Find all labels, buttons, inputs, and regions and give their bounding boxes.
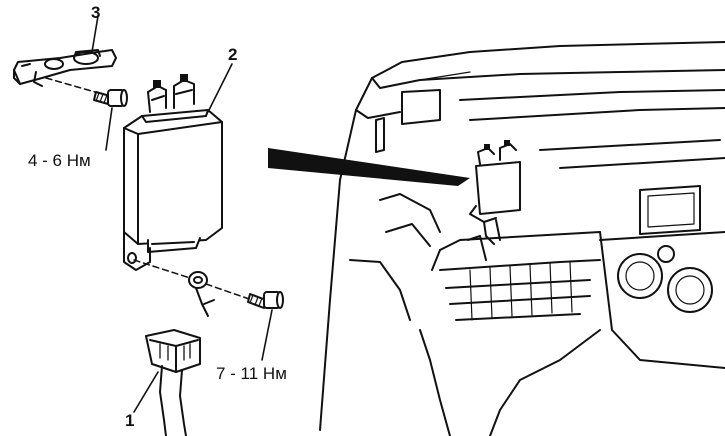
- leader-3: [91, 15, 99, 53]
- torque-lower-bolt: 7 - 11 Нм: [216, 364, 287, 383]
- dashboard: [319, 41, 725, 436]
- mounting-bracket: [13, 49, 117, 87]
- pointer-wedge: [268, 148, 470, 186]
- ground-terminal: [188, 271, 215, 317]
- callout-3: 3: [91, 3, 101, 22]
- callout-2: 2: [228, 45, 238, 64]
- callout-1: 1: [125, 411, 135, 430]
- wiring-connector: [145, 329, 201, 436]
- upper-bolt: [93, 89, 128, 107]
- leader-2: [207, 63, 233, 113]
- lower-bolt: [247, 291, 284, 309]
- control-unit: [123, 74, 223, 271]
- leader-1: [133, 371, 159, 413]
- torque-upper-bolt: 4 - 6 Нм: [28, 151, 91, 170]
